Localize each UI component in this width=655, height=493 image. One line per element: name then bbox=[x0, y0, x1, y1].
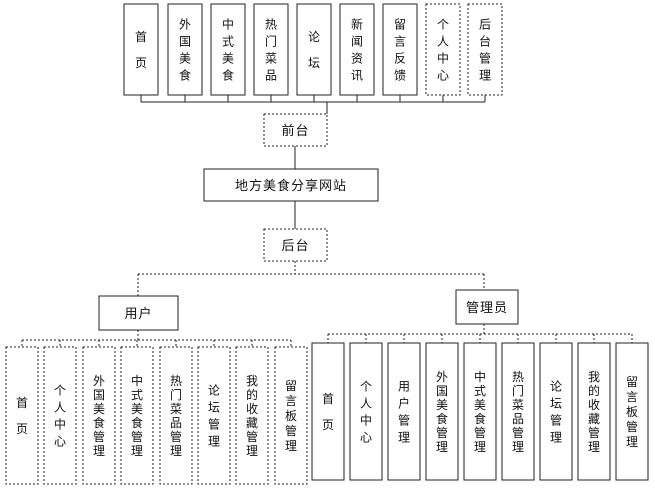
top-nav-item-border bbox=[123, 3, 159, 96]
diagram-nodes: 首页外国美食中式美食热门菜品论坛新闻资讯留言反馈个人中心后台管理前台地方美食分享… bbox=[5, 3, 649, 485]
admin-role-node-label: 管理员 bbox=[466, 301, 508, 316]
user-menu-item: 留言板管理 bbox=[274, 346, 308, 485]
user-menu-item-border bbox=[120, 346, 154, 485]
admin-menu-item-border bbox=[463, 342, 497, 481]
user-role-node: 用户 bbox=[98, 295, 179, 331]
admin-menu-item-label: 个人中心 bbox=[360, 380, 372, 445]
admin-menu-item: 留言板管理 bbox=[615, 342, 649, 481]
admin-menu-item-label: 外国美食管理 bbox=[436, 370, 448, 454]
admin-menu-item: 我的收藏管理 bbox=[577, 342, 611, 481]
user-menu-item-border bbox=[235, 346, 269, 485]
user-menu-item-border bbox=[5, 346, 39, 485]
admin-menu-item-border bbox=[387, 342, 421, 481]
top-nav-item-label: 个人中心 bbox=[437, 18, 449, 83]
top-nav-item: 后台管理 bbox=[467, 3, 503, 96]
site-title-node-border bbox=[203, 168, 379, 202]
backend-node-border bbox=[263, 228, 328, 262]
user-menu-item-label: 热门菜品管理 bbox=[170, 374, 182, 458]
user-menu-item: 论坛管理 bbox=[197, 346, 231, 485]
top-nav-item-label: 留言反馈 bbox=[394, 18, 406, 83]
top-nav-item: 外国美食 bbox=[167, 3, 203, 96]
top-nav-item-label: 首页 bbox=[135, 30, 147, 70]
admin-menu-item-border bbox=[425, 342, 459, 481]
admin-menu-item-label: 我的收藏管理 bbox=[588, 370, 600, 454]
top-nav-item-label: 中式美食 bbox=[222, 17, 234, 83]
admin-menu-item-label: 论坛管理 bbox=[550, 380, 562, 445]
admin-role-node: 管理员 bbox=[455, 289, 519, 325]
user-menu-item: 首页 bbox=[5, 346, 39, 485]
user-menu-item: 我的收藏管理 bbox=[235, 346, 269, 485]
backend-node: 后台 bbox=[263, 228, 328, 262]
admin-menu-item-border bbox=[615, 342, 649, 481]
user-menu-item-label: 首页 bbox=[16, 396, 28, 436]
user-menu-item-border bbox=[43, 346, 77, 485]
admin-menu-item-label: 热门菜品管理 bbox=[512, 370, 524, 454]
admin-menu-item-border bbox=[539, 342, 573, 481]
top-nav-item-border bbox=[210, 3, 246, 96]
connector-lines bbox=[21, 95, 633, 347]
user-menu-item: 中式美食管理 bbox=[120, 346, 154, 485]
top-nav-item: 留言反馈 bbox=[382, 3, 418, 96]
user-menu-item-label: 中式美食管理 bbox=[131, 373, 143, 458]
user-menu-item-border bbox=[274, 346, 308, 485]
top-nav-item-border bbox=[382, 3, 418, 96]
user-menu-item: 热门菜品管理 bbox=[159, 346, 193, 485]
site-title-node: 地方美食分享网站 bbox=[203, 168, 379, 202]
user-menu-item-border bbox=[197, 346, 231, 485]
user-menu-item-label: 个人中心 bbox=[54, 384, 66, 449]
top-nav-item-label: 新闻资讯 bbox=[351, 17, 363, 83]
admin-menu-item-border bbox=[577, 342, 611, 481]
top-nav-item-border bbox=[425, 3, 461, 96]
user-menu-item-label: 外国美食管理 bbox=[93, 374, 105, 458]
admin-menu-item: 首页 bbox=[311, 342, 345, 481]
frontend-node-label: 前台 bbox=[281, 123, 309, 139]
top-nav-item: 个人中心 bbox=[425, 3, 461, 96]
top-nav-item-label: 后台管理 bbox=[479, 18, 491, 83]
user-role-node-border bbox=[98, 295, 179, 331]
backend-node-label: 后台 bbox=[281, 239, 309, 254]
admin-menu-item-label: 首页 bbox=[322, 392, 334, 432]
admin-menu-item-label: 用户管理 bbox=[398, 380, 410, 445]
admin-menu-item-label: 中式美食管理 bbox=[474, 369, 486, 454]
top-nav-item: 首页 bbox=[123, 3, 159, 96]
user-menu-item: 外国美食管理 bbox=[82, 346, 116, 485]
top-nav-item-label: 论坛 bbox=[308, 30, 320, 70]
frontend-node-border bbox=[263, 113, 328, 147]
top-nav-item-label: 热门菜品 bbox=[265, 18, 277, 83]
top-nav-item: 中式美食 bbox=[210, 3, 246, 96]
admin-menu-item: 中式美食管理 bbox=[463, 342, 497, 481]
user-menu-item: 个人中心 bbox=[43, 346, 77, 485]
top-nav-item-border bbox=[296, 3, 332, 96]
admin-role-node-border bbox=[455, 289, 519, 325]
admin-menu-item: 外国美食管理 bbox=[425, 342, 459, 481]
admin-menu-item-border bbox=[311, 342, 345, 481]
frontend-node: 前台 bbox=[263, 113, 328, 147]
top-nav-item-label: 外国美食 bbox=[179, 18, 191, 83]
user-menu-item-border bbox=[82, 346, 116, 485]
top-nav-item-border bbox=[253, 3, 289, 96]
user-menu-item-label: 我的收藏管理 bbox=[246, 374, 258, 458]
top-nav-item-border bbox=[167, 3, 203, 96]
top-nav-item-border bbox=[467, 3, 503, 96]
admin-menu-item-label: 留言板管理 bbox=[626, 375, 638, 449]
user-menu-item-label: 留言板管理 bbox=[285, 379, 297, 453]
top-nav-item-border bbox=[339, 3, 375, 96]
user-menu-item-border bbox=[159, 346, 193, 485]
admin-menu-item-border bbox=[501, 342, 535, 481]
top-nav-item: 热门菜品 bbox=[253, 3, 289, 96]
site-title-node-label: 地方美食分享网站 bbox=[235, 178, 347, 194]
admin-menu-item: 热门菜品管理 bbox=[501, 342, 535, 481]
admin-menu-item: 个人中心 bbox=[349, 342, 383, 481]
admin-menu-item-border bbox=[349, 342, 383, 481]
top-nav-item: 论坛 bbox=[296, 3, 332, 96]
user-menu-item-label: 论坛管理 bbox=[208, 384, 220, 449]
user-role-node-label: 用户 bbox=[124, 306, 152, 322]
top-nav-item: 新闻资讯 bbox=[339, 3, 375, 96]
admin-menu-item: 论坛管理 bbox=[539, 342, 573, 481]
admin-menu-item: 用户管理 bbox=[387, 342, 421, 481]
